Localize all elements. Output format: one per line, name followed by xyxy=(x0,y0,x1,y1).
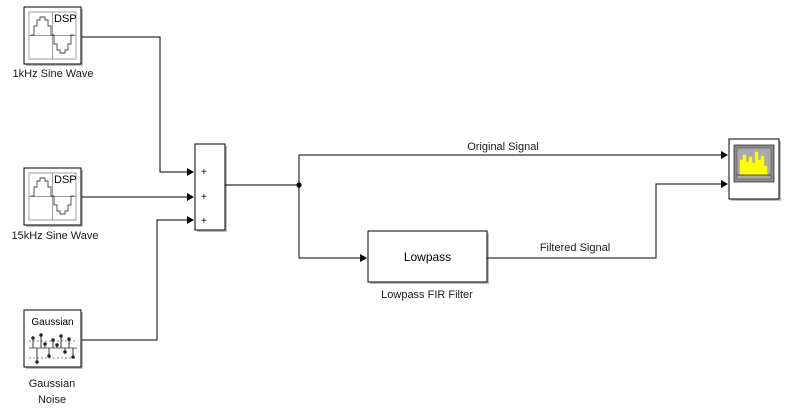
original-signal-label: Original Signal xyxy=(467,141,539,153)
lowpass-filter-text: Lowpass xyxy=(404,250,451,264)
lowpass-filter-block[interactable]: Lowpass xyxy=(367,230,489,284)
sine-wave-1khz-label: 1kHz Sine Wave xyxy=(13,68,94,80)
spectrum-display-icon xyxy=(733,144,775,183)
gaussian-title: Gaussian xyxy=(31,317,73,328)
gaussian-noise-label-line2: Noise xyxy=(38,394,66,406)
sine-wave-15khz-label: 15kHz Sine Wave xyxy=(11,230,98,242)
dsp-tag: DSP xyxy=(54,174,77,186)
spectrum-trace xyxy=(739,151,768,176)
sine-wave-icon xyxy=(28,11,77,60)
lowpass-filter-label: Lowpass FIR Filter xyxy=(381,289,473,301)
spectrum-analyzer-block[interactable] xyxy=(728,138,781,201)
filtered-signal-label: Filtered Signal xyxy=(540,242,610,254)
sine-wave-1khz-block[interactable]: DSP xyxy=(23,6,83,66)
sum-sign-3: + xyxy=(201,216,207,227)
sum-block[interactable]: + + + xyxy=(194,143,227,232)
noise-stem-icon xyxy=(29,333,77,364)
sine-wave-15khz-block[interactable]: DSP xyxy=(23,167,83,227)
dsp-tag: DSP xyxy=(54,13,77,25)
sine-wave-icon xyxy=(28,172,77,221)
gaussian-noise-block[interactable]: Gaussian xyxy=(23,309,83,369)
gaussian-noise-label-line1: Gaussian xyxy=(29,378,75,390)
sum-sign-1: + xyxy=(201,167,207,178)
sum-sign-2: + xyxy=(201,192,207,203)
signal-wires xyxy=(82,36,728,341)
